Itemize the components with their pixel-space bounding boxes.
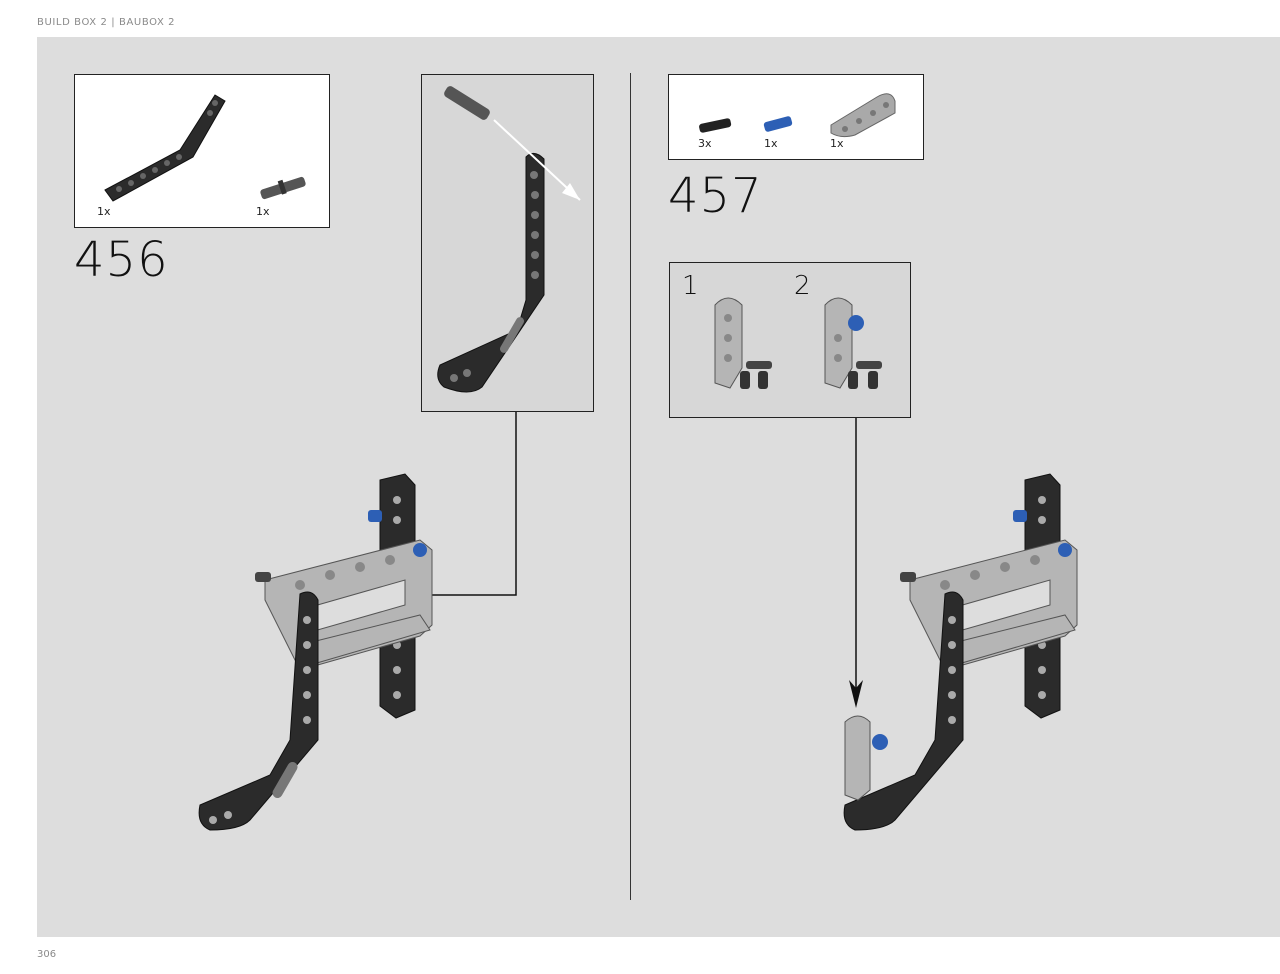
- substep-number: 2: [794, 271, 811, 301]
- substep-number: 1: [682, 271, 699, 301]
- part-qty: 1x: [97, 205, 111, 218]
- part-qty: 1x: [764, 137, 778, 150]
- part-qty: 1x: [256, 205, 270, 218]
- page-header: BUILD BOX 2 | BAUBOX 2: [37, 17, 176, 28]
- part-qty: 1x: [830, 137, 844, 150]
- angle-beam-icon: [830, 93, 896, 138]
- axle-pin-icon: [260, 176, 306, 200]
- bent-beam-icon: [104, 94, 226, 202]
- page-number: 306: [37, 949, 57, 960]
- subassembly-1-icon: [714, 297, 772, 389]
- part-qty: 3x: [698, 137, 712, 150]
- friction-pin-icon: [699, 118, 732, 133]
- subassembly-2-icon: [824, 297, 882, 389]
- parts-list-456: 1x 1x: [74, 74, 330, 228]
- callout-456: [421, 74, 594, 412]
- step-number-456: 456: [74, 232, 169, 288]
- blue-axle-pin-icon: [763, 116, 793, 132]
- parts-list-457: 3x 1x 1x: [668, 74, 924, 160]
- pin-icon: [444, 86, 581, 201]
- callout-beam-icon: [437, 153, 545, 393]
- step-divider: [630, 73, 631, 900]
- step-number-457: 457: [668, 168, 763, 224]
- subassembly-callout-457: 1 2: [669, 262, 911, 418]
